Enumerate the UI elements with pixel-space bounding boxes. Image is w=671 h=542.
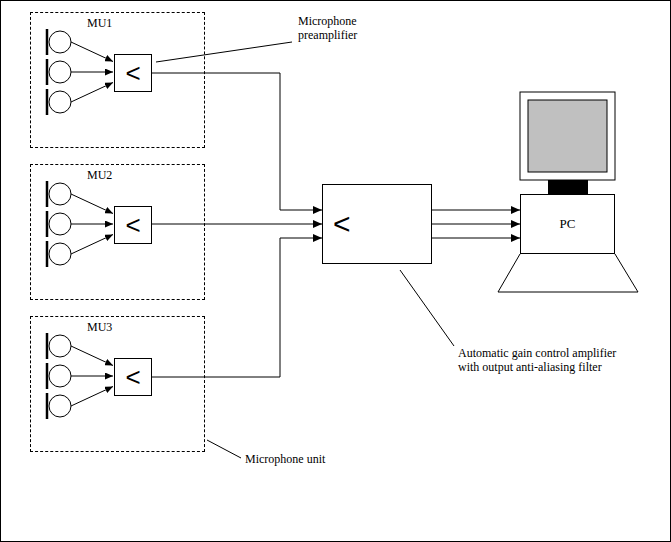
pc-unit-box: PC [520, 194, 615, 254]
microphone-symbol [49, 243, 71, 265]
microphone-diaphragm [46, 211, 49, 237]
amplifier-symbol: < [125, 60, 140, 86]
microphone-symbol [49, 31, 71, 53]
microphone-symbol [49, 183, 71, 205]
amplifier-symbol: < [333, 209, 351, 239]
microphone-signal-arrow [71, 387, 113, 407]
microphone-signal-arrow [71, 376, 113, 377]
signal-connector [152, 73, 322, 210]
agc-amplifier-box: < [322, 184, 432, 264]
callout-label: Microphone preamplifier [298, 14, 408, 42]
microphone-unit-box: MU1 < [30, 12, 205, 148]
unit-label: MU3 [87, 320, 112, 334]
microphone-signal-arrow [71, 235, 113, 255]
amplifier-symbol: < [125, 212, 140, 238]
monitor-housing [520, 92, 615, 180]
microphone-diaphragm [46, 29, 49, 55]
monitor-screen [528, 100, 607, 172]
signal-connector [432, 224, 520, 225]
signal-connector [152, 238, 322, 377]
microphone-symbol [49, 61, 71, 83]
microphone-diaphragm [46, 333, 49, 359]
amplifier-symbol: < [125, 364, 140, 390]
microphone-symbol [49, 91, 71, 113]
microphone-symbol [49, 335, 71, 357]
microphone-diaphragm [46, 59, 49, 85]
callout-label: Microphone unit [245, 452, 365, 466]
microphone-group [47, 29, 113, 419]
microphone-signal-arrow [71, 72, 113, 73]
unit-label: MU1 [87, 16, 112, 30]
unit-label: MU2 [87, 168, 112, 182]
microphone-signal-arrow [71, 83, 113, 103]
callout-label: Automatic gain control amplifier with ou… [458, 346, 628, 374]
signal-connector [152, 224, 322, 225]
signal-connector [432, 210, 520, 211]
microphone-diaphragm [46, 89, 49, 115]
preamplifier-box: < [114, 358, 152, 396]
microphone-diaphragm [46, 181, 49, 207]
keyboard [498, 254, 638, 292]
microphone-signal-arrow [71, 224, 113, 225]
leader-line [400, 270, 454, 346]
monitor-stand [548, 180, 588, 194]
signal-connector [432, 238, 520, 239]
microphone-signal-arrow [71, 346, 113, 366]
leader-line [207, 440, 241, 458]
microphone-signal-arrow [71, 42, 113, 62]
microphone-symbol [49, 395, 71, 417]
microphone-symbol [49, 365, 71, 387]
microphone-diaphragm [46, 241, 49, 267]
preamplifier-box: < [114, 54, 152, 92]
microphone-symbol [49, 213, 71, 235]
preamplifier-box: < [114, 206, 152, 244]
microphone-diaphragm [46, 393, 49, 419]
microphone-unit-box: MU3 < [30, 316, 205, 452]
leader-line [156, 42, 292, 62]
microphone-unit-box: MU2 < [30, 164, 205, 300]
microphone-diaphragm [46, 363, 49, 389]
microphone-signal-arrow [71, 194, 113, 214]
pc-label: PC [560, 216, 576, 232]
